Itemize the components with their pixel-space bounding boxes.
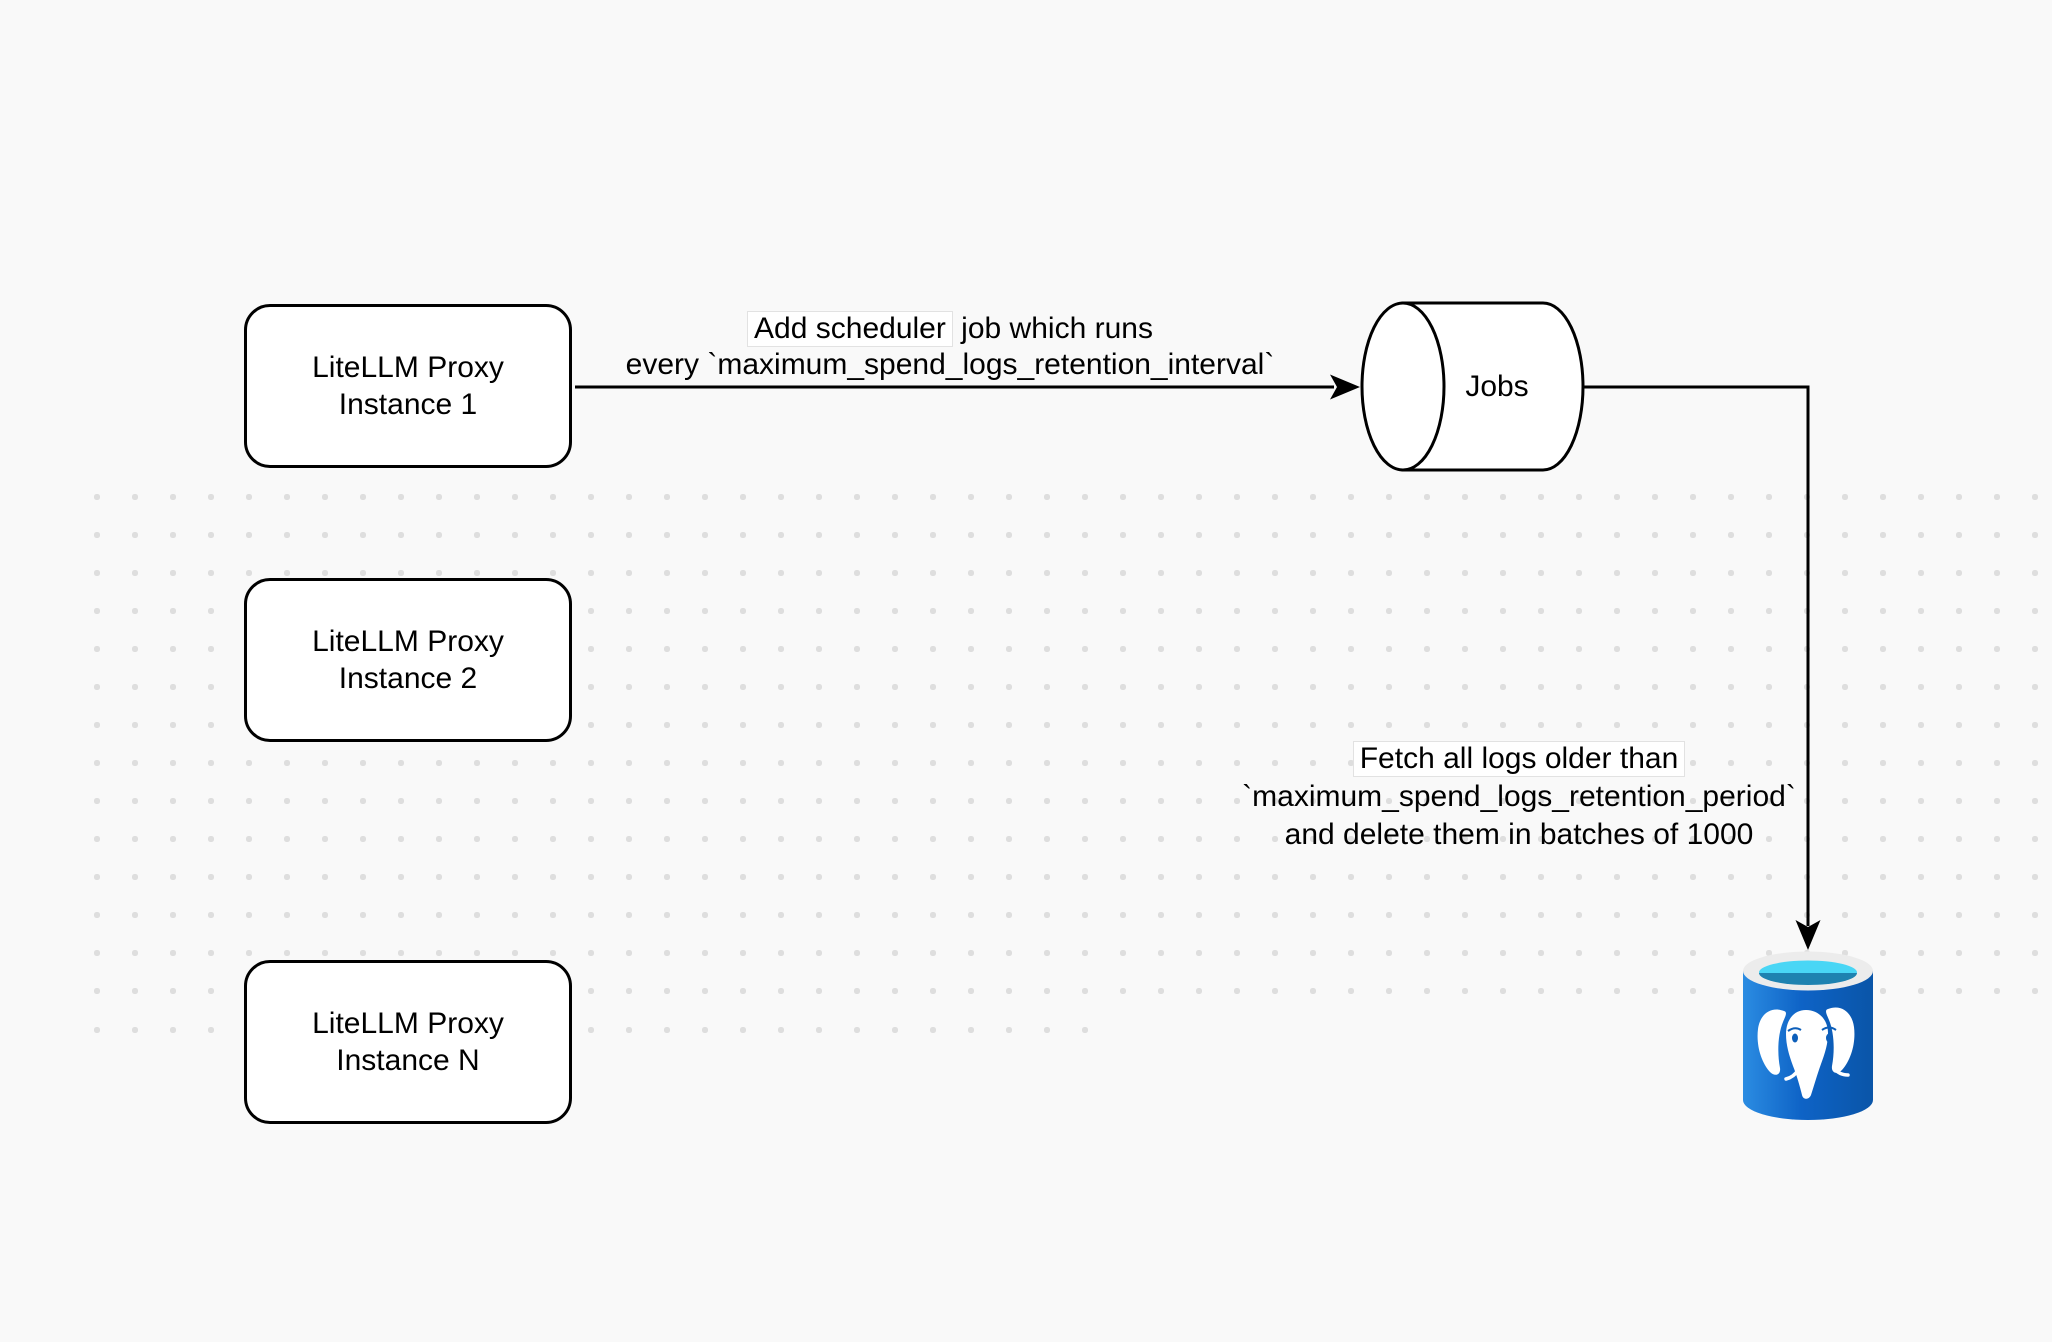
- scheduler-edge-label: Add scheduler job which runs every `maxi…: [590, 311, 1310, 383]
- cleanup-edge-label-line3: and delete them in batches of 1000: [1284, 818, 1754, 851]
- cleanup-arrow: [1582, 385, 1821, 950]
- scheduler-arrow: [575, 374, 1360, 400]
- node-litellm-proxy-instance-2[interactable]: LiteLLM Proxy Instance 2: [244, 578, 572, 742]
- cleanup-edge-label-line2: `maximum_spend_logs_retention_period`: [1242, 780, 1796, 813]
- postgres-elephant-glyph: [1757, 1007, 1855, 1099]
- cleanup-edge-label: Fetch all logs older than `maximum_spend…: [1159, 740, 1879, 854]
- scheduler-edge-label-line2: every `maximum_spend_logs_retention_inte…: [625, 348, 1275, 381]
- node-label: LiteLLM Proxy Instance 1: [312, 351, 504, 421]
- dot-grid: [78, 478, 2040, 1011]
- node-label: LiteLLM Proxy Instance N: [312, 1007, 504, 1077]
- postgresql-database-icon[interactable]: [1743, 951, 1873, 1121]
- node-litellm-proxy-instance-1[interactable]: LiteLLM Proxy Instance 1: [244, 304, 572, 468]
- scheduler-edge-label-highlight: Add scheduler: [747, 311, 953, 347]
- cleanup-edge-label-line1: Fetch all logs older than: [1159, 740, 1879, 778]
- scheduler-edge-label-line1: Add scheduler job which runs: [590, 311, 1310, 347]
- node-litellm-proxy-instance-n[interactable]: LiteLLM Proxy Instance N: [244, 960, 572, 1124]
- node-label: LiteLLM Proxy Instance 2: [312, 625, 504, 695]
- jobs-queue-label: Jobs: [1465, 370, 1529, 403]
- jobs-queue-shape[interactable]: [1360, 301, 1585, 472]
